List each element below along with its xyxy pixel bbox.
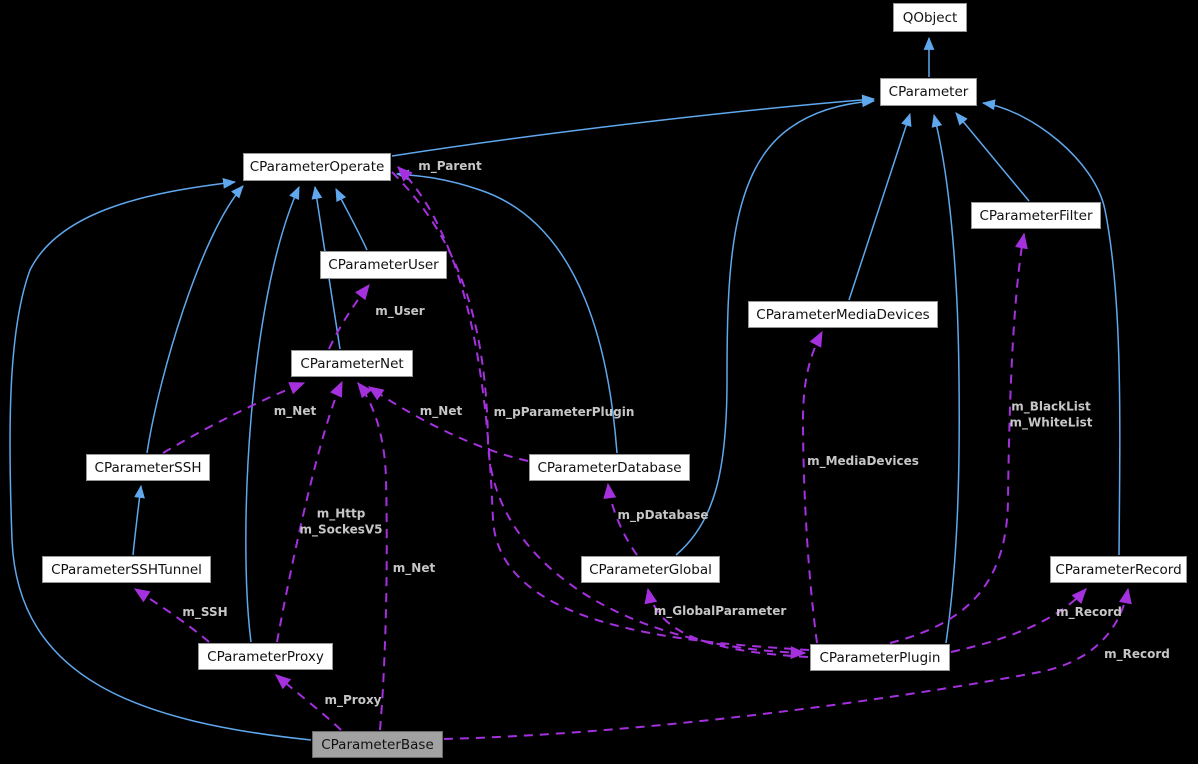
edge-inherit-base-operate (9, 178, 312, 741)
class-node-cparameterdatabase[interactable]: CParameterDatabase (529, 454, 690, 481)
edge-inherit-operate-cparameter (391, 94, 876, 157)
edge-inherit-mediadevices-cparameter (848, 112, 912, 301)
edge-member-m-parent (397, 166, 810, 651)
class-node-cparameterglobal[interactable]: CParameterGlobal (581, 556, 720, 583)
edge-inherit-user-operate (335, 188, 368, 251)
edge-member-m-record-base (443, 587, 1132, 740)
edge-member-m-mediadevices (801, 330, 823, 644)
edge-member-m-user (328, 283, 370, 350)
edge-member-m-ssh (133, 588, 210, 643)
edge-label-m-ssh: m_SSH (182, 605, 228, 620)
edge-label-m-parent: m_Parent (418, 159, 482, 174)
edge-label-m-record-base: m_Record (1104, 647, 1170, 662)
edge-member-m-blacklist-whitelist (889, 232, 1028, 644)
class-node-cparameteruser[interactable]: CParameterUser (320, 251, 447, 279)
class-node-qobject[interactable]: QObject (893, 3, 967, 32)
edge-label-m-record-plugin: m_Record (1056, 605, 1122, 620)
edge-label-m-pdatabase: m_pDatabase (617, 508, 709, 523)
class-node-cparameterssh[interactable]: CParameterSSH (86, 454, 210, 481)
edge-label-m-pparameterplugin: m_pParameterPlugin (493, 405, 635, 420)
edge-label-m-blacklist-whitelist: m_BlackList m_WhiteList (1009, 399, 1093, 429)
edge-label-m-net-database: m_Net (419, 404, 463, 419)
edge-inherit-filter-cparameter (955, 112, 1030, 202)
edge-inherit-record-cparameter (981, 99, 1121, 556)
edge-inherit-database-operate (395, 169, 618, 454)
class-node-cparameternet[interactable]: CParameterNet (291, 350, 413, 377)
edge-label-m-mediadevices: m_MediaDevices (807, 454, 919, 469)
edge-inherit-plugin-cparameter (931, 113, 960, 644)
class-node-cparametermediadevices[interactable]: CParameterMediaDevices (748, 301, 938, 328)
edge-inherit-sshtunnel-ssh (132, 484, 145, 556)
class-node-cparameterplugin[interactable]: CParameterPlugin (810, 644, 950, 671)
edge-label-m-net-base: m_Net (392, 561, 436, 576)
edge-inherit-ssh-operate (146, 185, 244, 454)
edge-member-m-proxy (275, 674, 342, 731)
class-node-cparameterfilter[interactable]: CParameterFilter (971, 202, 1101, 229)
edge-member-m-pdatabase (603, 482, 638, 556)
edge-label-m-http-sockesv5: m_Http m_SockesV5 (299, 506, 383, 536)
edge-label-m-net-ssh: m_Net (273, 404, 317, 419)
edge-label-m-globalparameter: m_GlobalParameter (653, 604, 787, 619)
class-node-cparameterrecord[interactable]: CParameterRecord (1050, 556, 1187, 583)
edge-inherit-proxy-operate (245, 186, 300, 643)
class-node-cparameteroperate[interactable]: CParameterOperate (243, 153, 391, 181)
edge-member-m-net-database (367, 386, 529, 462)
edge-member-m-net-base (357, 381, 388, 731)
class-node-cparameter[interactable]: CParameter (880, 78, 977, 106)
edge-member-m-net-ssh (162, 382, 306, 454)
class-node-cparametersshtunnel[interactable]: CParameterSSHTunnel (42, 556, 211, 583)
class-node-cparameterproxy[interactable]: CParameterProxy (198, 643, 333, 670)
edge-member-m-globalparameter (644, 587, 809, 658)
edge-inherit-global-cparameter (675, 96, 876, 556)
edge-member-m-http-sockesv5 (276, 380, 343, 643)
edge-label-m-user: m_User (375, 304, 425, 319)
edge-label-m-proxy: m_Proxy (324, 693, 382, 708)
class-node-cparameterbase[interactable]: CParameterBase (312, 731, 443, 758)
edge-member-m-pparameterplugin (391, 171, 807, 660)
edge-member-m-record-plugin (950, 588, 1087, 653)
